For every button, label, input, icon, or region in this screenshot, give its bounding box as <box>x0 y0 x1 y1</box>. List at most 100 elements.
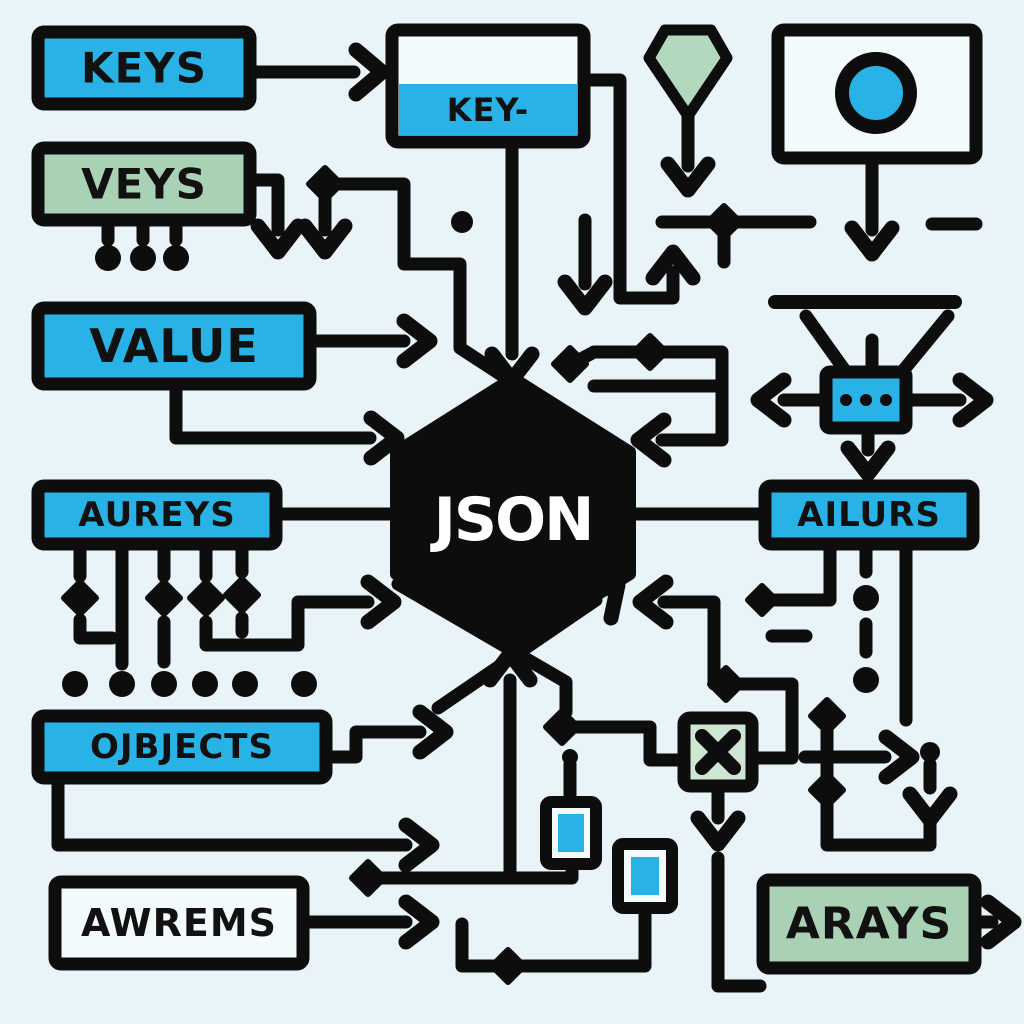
funnel-side <box>799 309 853 379</box>
connector-lines <box>51 42 1022 993</box>
arrowhead-down-icon <box>660 156 716 198</box>
diamond-node-icon <box>489 947 527 985</box>
center-node: JSON <box>390 372 636 654</box>
small-square-fill <box>558 814 584 852</box>
diamond-node-icon <box>707 665 745 703</box>
diamond-node-icon <box>145 579 183 617</box>
dot-node-icon <box>853 585 879 611</box>
aureys-label: AUREYS <box>78 495 235 535</box>
connector <box>711 851 767 993</box>
arrowhead-down-icon <box>557 274 613 316</box>
dot-node-icon <box>232 671 258 697</box>
diamond-node-icon <box>187 579 225 617</box>
key-dash-band <box>399 84 577 135</box>
funnel-side <box>895 309 955 379</box>
center-label: JSON <box>430 485 593 555</box>
objects-box <box>31 709 333 785</box>
keys-box <box>31 25 257 111</box>
arrowhead-down-icon <box>250 218 306 260</box>
diamond-node-icon <box>223 576 261 614</box>
ailurs-box <box>758 479 980 551</box>
dot-node-icon <box>95 245 121 271</box>
arrowhead-down-icon <box>902 786 958 828</box>
arrowhead-down-icon <box>690 810 746 852</box>
connector <box>73 613 119 645</box>
connector <box>561 345 729 447</box>
value-box <box>31 301 317 391</box>
dot-node-icon <box>853 667 879 693</box>
connector <box>578 73 680 305</box>
diamond-node-icon <box>631 333 669 371</box>
dot-node-icon <box>130 245 156 271</box>
dot-node-icon <box>920 742 940 762</box>
arays-box <box>756 873 982 975</box>
arrowhead-right-icon <box>412 704 454 760</box>
connector <box>169 377 377 445</box>
arrowhead-right-icon <box>878 729 920 785</box>
diamond-node-icon <box>551 345 589 383</box>
arrowhead-right-icon <box>360 574 402 630</box>
diamond-node-icon <box>808 771 846 809</box>
diamond-node-icon <box>349 859 387 897</box>
ellipsis-icon <box>840 394 852 406</box>
arrowhead-up-icon <box>482 646 538 688</box>
value-label: VALUE <box>89 319 259 373</box>
awrems-label: AWREMS <box>81 901 277 945</box>
arrowhead-left-icon <box>630 412 672 468</box>
connector <box>51 771 413 852</box>
connector <box>567 720 691 767</box>
label-boxes: KEYS VEYS KEY- VALUE AUREYS AILURS OJBJE… <box>31 23 983 975</box>
dot-node-icon <box>109 671 135 697</box>
connector <box>371 857 579 885</box>
arays-label: ARAYS <box>786 899 952 950</box>
connector <box>657 595 799 765</box>
objects-label: OJBJECTS <box>90 727 274 767</box>
ailurs-label: AILURS <box>797 495 941 535</box>
arrowhead-left-icon <box>632 574 674 630</box>
diamond-node-icon <box>705 203 743 241</box>
diamond-nodes <box>61 165 846 985</box>
small-square-fill <box>631 857 659 895</box>
arrowhead-right-icon <box>348 42 390 102</box>
veys-label: VEYS <box>81 160 207 209</box>
diamond-node-icon <box>61 579 99 617</box>
arrowhead-right-icon <box>398 894 440 950</box>
dot-node-icon <box>151 671 177 697</box>
diamond-gem-icon <box>643 24 733 122</box>
arrowhead-down-icon <box>840 440 896 482</box>
dot-node-icon <box>291 671 317 697</box>
arrowhead-up-icon <box>645 244 701 286</box>
keys-label: KEYS <box>81 44 207 93</box>
connector <box>325 177 510 383</box>
x-icon <box>695 729 741 775</box>
diamond-node-icon <box>306 165 344 203</box>
hexagon-shape <box>390 372 636 654</box>
arrowhead-down-icon <box>297 218 353 260</box>
veys-box <box>31 141 257 227</box>
connector <box>319 725 427 764</box>
connector <box>243 173 285 237</box>
dot-nodes <box>62 211 940 765</box>
arrowhead-right-icon <box>396 313 438 369</box>
circle-icon <box>835 52 917 134</box>
dot-node-icon <box>62 671 88 697</box>
ellipsis-icon <box>880 394 892 406</box>
ellipsis-icon <box>860 394 872 406</box>
arrowhead-right-icon <box>980 894 1022 950</box>
diamond-node-icon <box>543 708 581 746</box>
diamond-node-icon <box>808 697 846 735</box>
arrowhead-right-icon <box>952 372 994 428</box>
key-dash-label: KEY- <box>447 91 529 129</box>
connector <box>765 538 837 607</box>
dot-node-icon <box>163 245 189 271</box>
connector <box>820 796 937 852</box>
aureys-box <box>31 479 283 551</box>
awrems-box <box>48 875 310 971</box>
diamond-node-icon <box>745 583 779 617</box>
arrowhead-right-icon <box>363 410 405 466</box>
arrowhead-right-icon <box>398 817 440 873</box>
arrowhead-down-icon <box>844 220 900 262</box>
connector <box>455 903 652 973</box>
connector <box>199 595 375 652</box>
